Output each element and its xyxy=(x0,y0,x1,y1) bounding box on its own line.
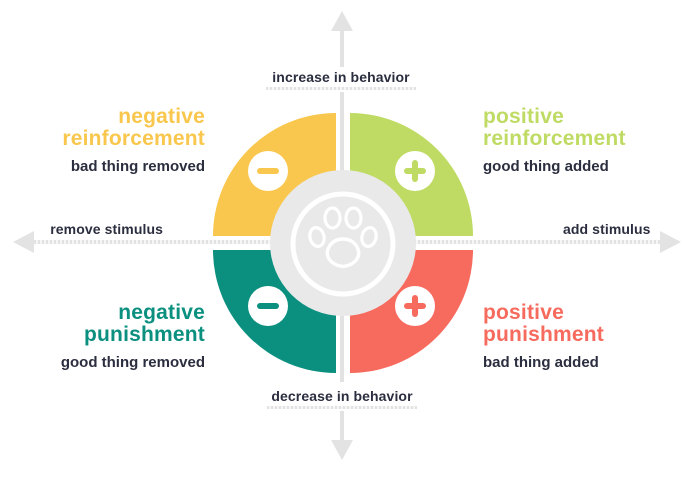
minus-bar xyxy=(257,303,279,309)
minus-icon xyxy=(248,286,288,326)
vertical-axis-line xyxy=(340,411,344,441)
label-negative-reinforcement: negative reinforcement bad thing removed xyxy=(5,105,205,176)
minus-bar xyxy=(257,168,279,174)
minus-icon xyxy=(248,151,288,191)
label-positive-reinforcement: positive reinforcement good thing added xyxy=(483,105,683,176)
arrow-up-icon xyxy=(331,11,353,31)
axis-label-increase-behavior: increase in behavior xyxy=(272,69,410,85)
arrow-down-icon xyxy=(331,440,353,460)
quadrant-subtitle: good thing removed xyxy=(60,354,205,371)
quadrant-title: negative punishment xyxy=(84,301,205,346)
vertical-axis-line xyxy=(340,92,344,172)
arrow-left-icon xyxy=(13,231,34,253)
quadrant-title: positive punishment xyxy=(483,301,604,346)
axis-label-underline xyxy=(266,87,416,90)
quadrant-subtitle: bad thing added xyxy=(483,354,599,371)
axis-label-underline xyxy=(267,406,417,409)
axis-label-decrease-behavior: decrease in behavior xyxy=(271,388,413,404)
quadrant-title: positive reinforcement xyxy=(483,105,626,150)
label-negative-punishment: negative punishment good thing removed xyxy=(5,301,205,372)
plus-bar xyxy=(412,295,418,317)
quadrant-title: negative reinforcement xyxy=(62,105,205,150)
arrow-right-icon xyxy=(660,231,681,253)
label-positive-punishment: positive punishment bad thing added xyxy=(483,301,683,372)
quadrant-subtitle: good thing added xyxy=(483,158,609,175)
plus-bar xyxy=(412,160,418,182)
vertical-axis-line xyxy=(340,316,344,382)
vertical-axis-line xyxy=(340,31,344,67)
axis-label-remove-stimulus: remove stimulus xyxy=(50,221,163,237)
axis-label-add-stimulus: add stimulus xyxy=(563,221,651,237)
plus-icon xyxy=(395,286,435,326)
plus-icon xyxy=(395,151,435,191)
paw-icon xyxy=(290,191,396,297)
quadrant-subtitle: bad thing removed xyxy=(70,158,205,175)
